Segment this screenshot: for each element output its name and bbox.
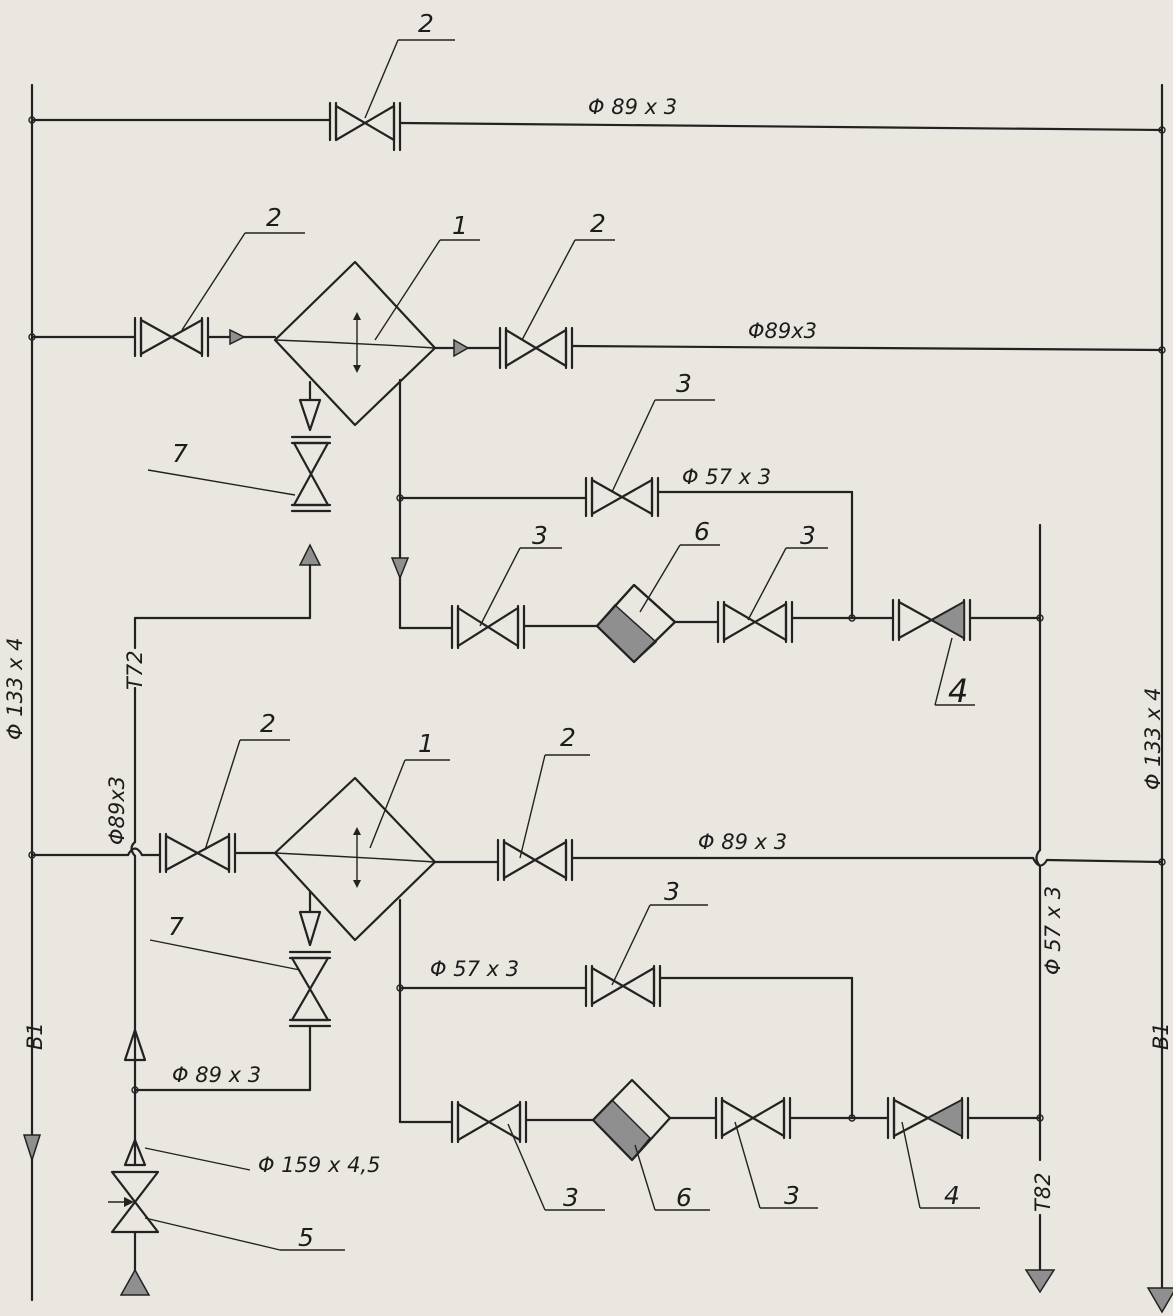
regulating-valve-5 <box>108 1170 160 1234</box>
valve-top-bypass <box>328 101 402 152</box>
callout-4: 4 <box>944 1181 960 1210</box>
pipe-label: Φ 89 x 3 <box>172 1063 261 1087</box>
callout-3: 3 <box>784 1181 800 1210</box>
valve-3-a <box>584 476 660 518</box>
flow-arrow <box>229 328 246 346</box>
callout-2: 2 <box>560 723 576 752</box>
callout-2: 2 <box>260 709 276 738</box>
valve-3-f <box>714 1096 792 1140</box>
pipe-label: Φ 89 x 3 <box>698 830 787 854</box>
callout-3: 3 <box>800 521 816 550</box>
check-valve-4-a <box>891 598 972 642</box>
valve-3-c <box>716 600 794 644</box>
filter-6-b <box>591 1078 672 1162</box>
pipe-label: Φ 159 x 4,5 <box>258 1153 380 1177</box>
valve-3-b <box>450 604 526 650</box>
callout-3: 3 <box>563 1183 579 1212</box>
valve-7-upper <box>290 435 332 513</box>
valve-7-lower <box>288 950 332 1028</box>
pipe-label-vertical: Φ 57 x 3 <box>1041 886 1065 975</box>
callout-4: 4 <box>948 672 968 710</box>
callout-6: 6 <box>694 517 710 546</box>
valve-3-d <box>584 964 662 1008</box>
callout-2: 2 <box>590 209 606 238</box>
callout-6: 6 <box>676 1183 692 1212</box>
right-flow-arrow <box>1146 1287 1173 1314</box>
left-flow-arrow <box>22 1134 42 1163</box>
line-label-t82: T82 <box>1031 1172 1055 1212</box>
heat-exchanger-2 <box>273 776 437 942</box>
callout-5: 5 <box>298 1223 314 1252</box>
line-label-b1: B1 <box>1149 1022 1173 1050</box>
pipe-label: Φ 57 x 3 <box>682 465 771 489</box>
valve-2-inlet <box>158 832 237 874</box>
line-label-b1: B1 <box>23 1022 47 1050</box>
line-label-t72: T72 <box>123 650 147 690</box>
pipe-label-vertical: Φ89x3 <box>105 776 129 845</box>
pipe-label-vertical: Φ 133 x 4 <box>3 638 27 740</box>
callout-1: 1 <box>452 211 468 240</box>
valve-1-outlet <box>498 326 574 370</box>
pipe-label: Φ 89 x 3 <box>588 95 677 119</box>
callout-3: 3 <box>532 521 548 550</box>
callout-7: 7 <box>168 912 184 941</box>
check-valve-4-b <box>886 1096 970 1140</box>
callout-2: 2 <box>418 9 434 38</box>
valve-3-e <box>450 1100 528 1144</box>
callout-1: 1 <box>418 729 434 758</box>
pipe-label-vertical: Φ 133 x 4 <box>1141 688 1165 790</box>
callout-7: 7 <box>172 439 188 468</box>
filter-6-a <box>595 583 677 664</box>
heat-exchanger-1 <box>273 260 437 427</box>
leader-lines <box>144 39 980 1251</box>
callout-2: 2 <box>266 203 282 232</box>
valve-2-outlet <box>496 838 574 882</box>
callout-3: 3 <box>664 877 680 906</box>
pipe-label: Φ89x3 <box>748 319 817 343</box>
valve-1-inlet <box>133 316 210 358</box>
pipe-label: Φ 57 x 3 <box>430 957 519 981</box>
flow-arrow <box>453 338 470 358</box>
callout-3: 3 <box>676 369 692 398</box>
